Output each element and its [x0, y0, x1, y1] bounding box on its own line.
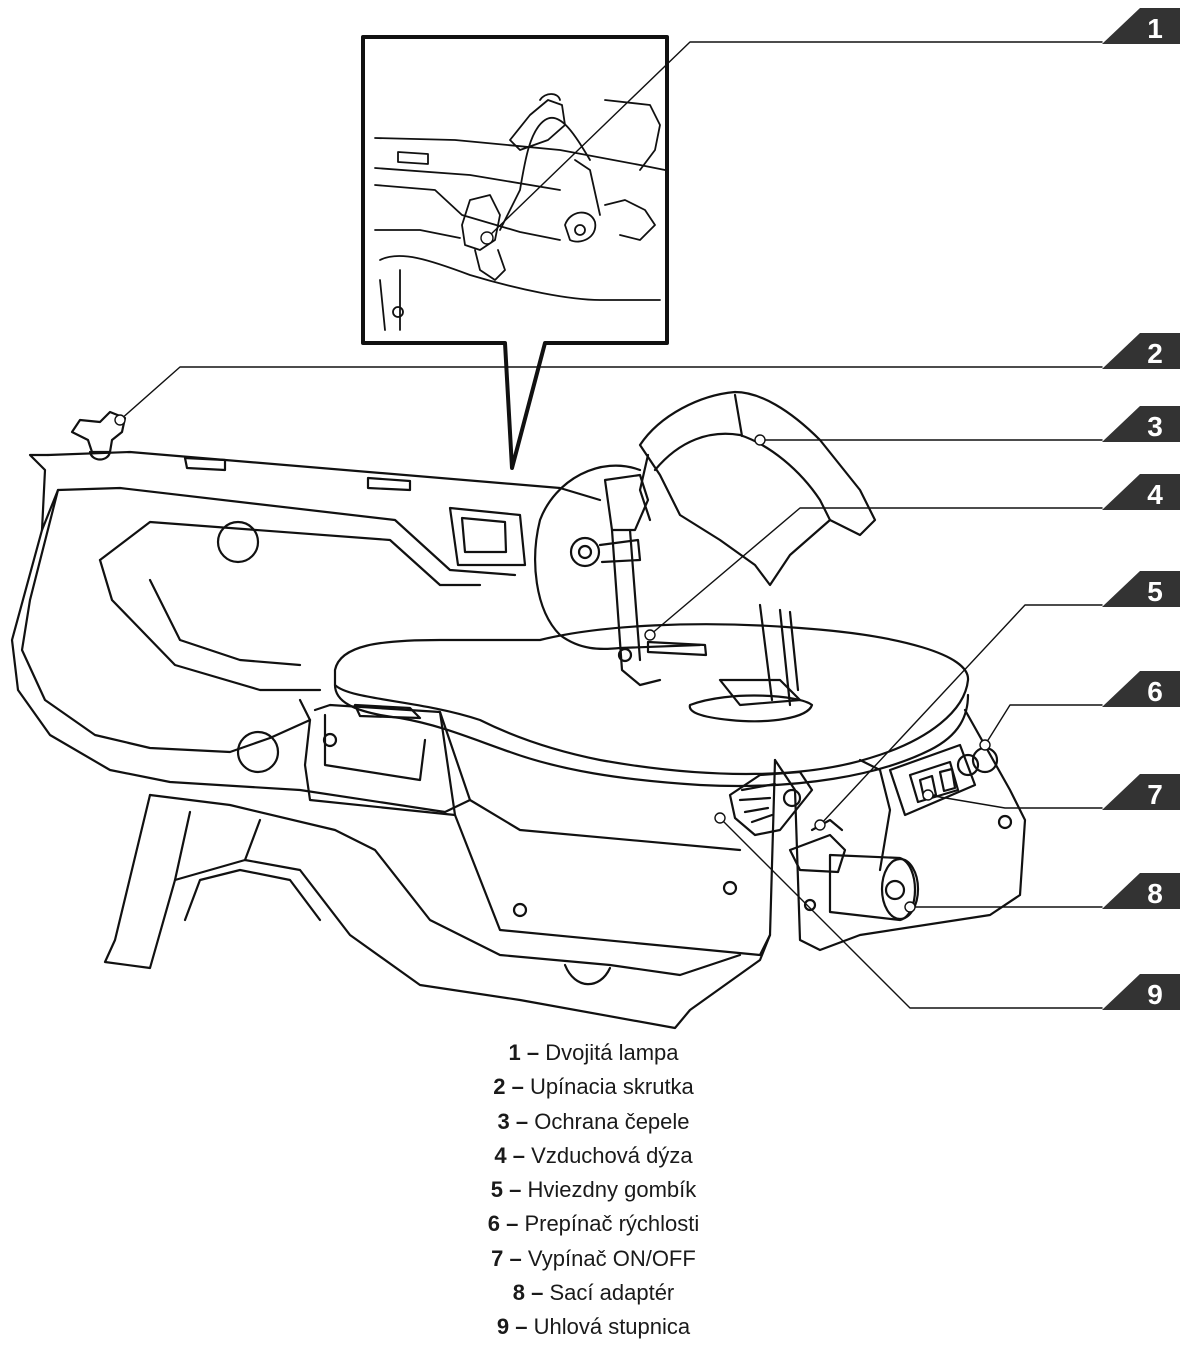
- callout-3: 3: [1147, 411, 1163, 442]
- detail-inset: [361, 35, 669, 470]
- legend-item: 1 – Dvojitá lampa: [0, 1036, 1187, 1070]
- clamping-screw: [70, 410, 127, 461]
- legend-separator: –: [515, 1314, 528, 1340]
- legend-separator: –: [509, 1245, 522, 1271]
- legend-label: Dvojitá lampa: [545, 1040, 679, 1065]
- legend-label: Prepínač rýchlosti: [524, 1211, 700, 1237]
- legend-item: 3 – Ochrana čepele: [0, 1105, 1187, 1139]
- right-housing: [773, 708, 1027, 952]
- legend-label: Hviezdny gombík: [527, 1177, 697, 1203]
- callout-tags: 1 2 3 4 5 6 7 8: [1102, 8, 1180, 1010]
- saw-base: [103, 793, 772, 1030]
- callout-8: 8: [1147, 878, 1163, 909]
- callout-1: 1: [1147, 13, 1163, 44]
- lamp-and-nozzle: [534, 464, 708, 663]
- saw-body: [298, 698, 777, 957]
- suction-adapter: [828, 853, 917, 922]
- leader-dots: [114, 231, 991, 913]
- legend-label: Sací adaptér: [549, 1280, 675, 1306]
- angle-scale: [728, 770, 814, 837]
- legend-item: 4 – Vzduchová dýza: [0, 1139, 1187, 1173]
- legend-label: Uhlová stupnica: [533, 1314, 691, 1340]
- legend-separator: –: [506, 1211, 519, 1237]
- legend-label: Ochrana čepele: [534, 1108, 690, 1134]
- callout-5: 5: [1147, 576, 1163, 607]
- legend-number: 4: [494, 1142, 507, 1168]
- callout-6: 6: [1147, 676, 1163, 707]
- callout-2: 2: [1147, 338, 1163, 369]
- blade-holder: [569, 473, 802, 707]
- callout-7: 7: [1147, 779, 1163, 810]
- parts-legend: 1 – Dvojitá lampa 2 – Upínacia skrutka 3…: [0, 1036, 1187, 1345]
- leader-lines: [119, 41, 1103, 1009]
- legend-label: Vypínač ON/OFF: [527, 1245, 696, 1271]
- callout-4: 4: [1147, 479, 1163, 510]
- legend-separator: –: [515, 1108, 529, 1134]
- star-knob: [788, 833, 847, 874]
- legend-number: 2: [493, 1074, 506, 1100]
- legend-number: 3: [497, 1108, 510, 1134]
- legend-number: 6: [487, 1211, 500, 1237]
- legend-label: Vzduchová dýza: [531, 1142, 693, 1168]
- blade-guard: [638, 390, 877, 587]
- legend-label: Upínacia skrutka: [529, 1074, 694, 1100]
- saw-arm: [10, 450, 602, 814]
- legend-item: 9 – Uhlová stupnica: [0, 1310, 1187, 1344]
- legend-number: 1: [508, 1040, 521, 1065]
- work-table: [333, 623, 970, 788]
- scroll-saw-diagram: 1 2 3 4 5 6 7 8: [10, 8, 1180, 1030]
- legend-separator: –: [512, 1142, 526, 1168]
- legend-number: 8: [512, 1280, 525, 1306]
- legend-item: 7 – Vypínač ON/OFF: [0, 1242, 1187, 1276]
- legend-number: 5: [490, 1177, 503, 1203]
- legend-number: 9: [496, 1314, 510, 1340]
- legend-item: 5 – Hviezdny gombík: [0, 1173, 1187, 1207]
- legend-item: 8 – Sací adaptér: [0, 1276, 1187, 1310]
- callout-9: 9: [1147, 979, 1163, 1010]
- legend-separator: –: [531, 1280, 544, 1306]
- speed-knob: [956, 753, 980, 777]
- legend-separator: –: [526, 1040, 540, 1065]
- legend-item: 2 – Upínacia skrutka: [0, 1070, 1187, 1104]
- legend-number: 7: [491, 1245, 504, 1271]
- legend-separator: –: [509, 1177, 522, 1203]
- switch-housing: [888, 743, 977, 817]
- legend-item: 6 – Prepínač rýchlosti: [0, 1207, 1187, 1241]
- legend-separator: –: [511, 1074, 524, 1100]
